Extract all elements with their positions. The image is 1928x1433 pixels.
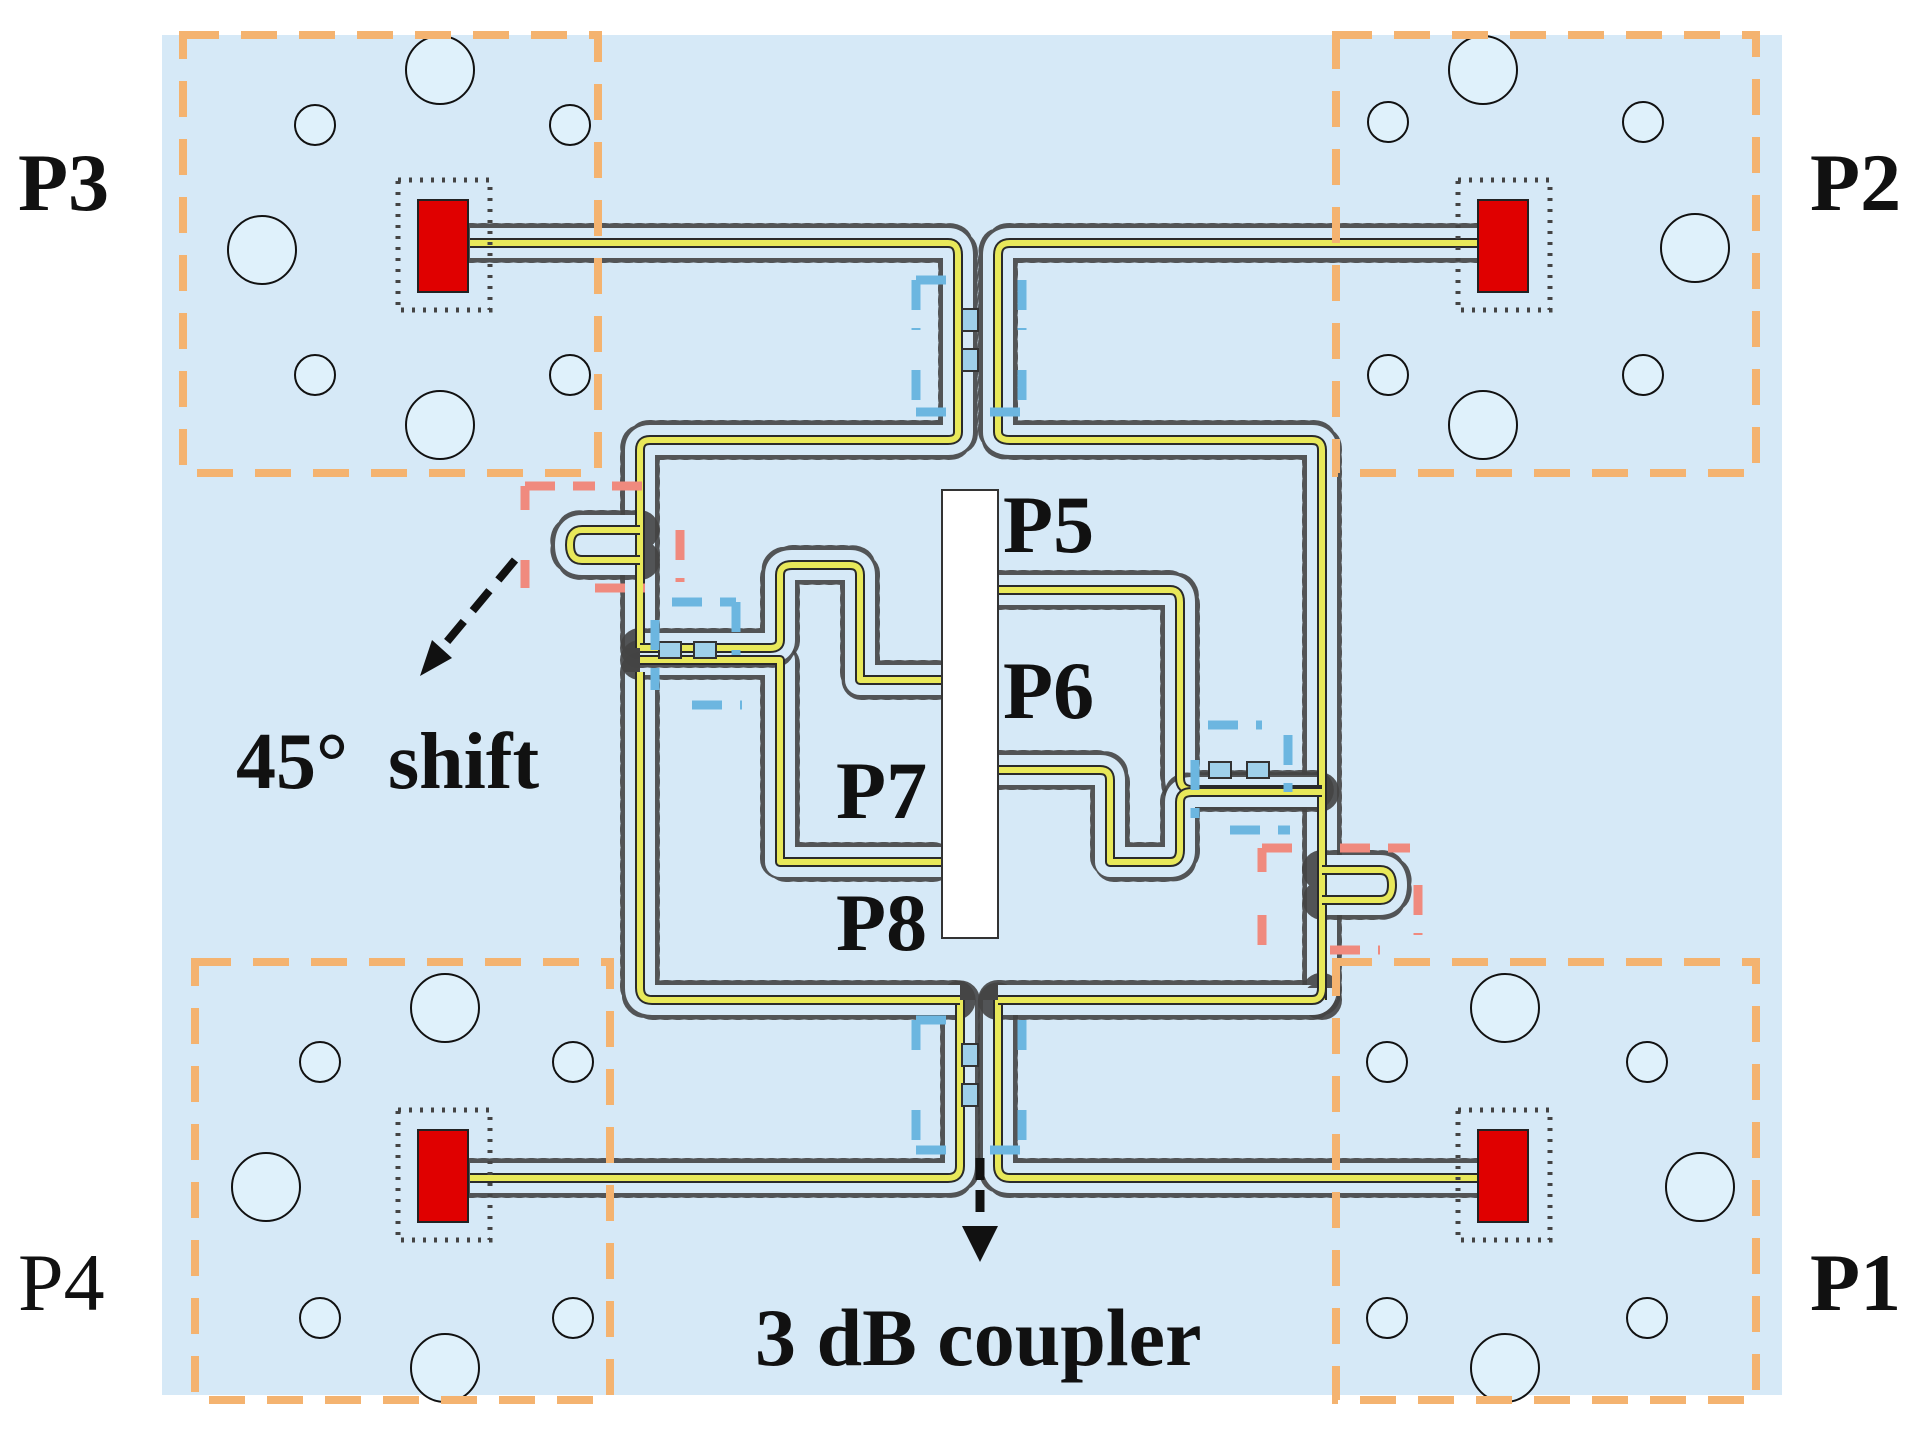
- port-label-p3: P3: [18, 137, 109, 228]
- port-region-box: [1332, 31, 1760, 477]
- microstrip-trace: [640, 657, 942, 865]
- chip-component: [693, 641, 717, 659]
- port-region-box: [1332, 958, 1760, 1404]
- mounting-hole: [549, 354, 591, 396]
- coupler-arrow: [962, 1158, 998, 1262]
- port-label-p5: P5: [1003, 479, 1094, 570]
- mounting-hole: [1626, 1041, 1668, 1083]
- mounting-hole: [1622, 354, 1664, 396]
- mounting-hole: [1367, 101, 1409, 143]
- mounting-hole: [1448, 35, 1518, 105]
- pad-via-ring: [395, 1107, 493, 1243]
- mounting-hole: [294, 104, 336, 146]
- chip-component: [961, 348, 979, 372]
- port-region-box: [179, 31, 602, 477]
- mounting-hole: [299, 1297, 341, 1339]
- port-pad: [417, 199, 469, 293]
- chip-component: [1246, 761, 1270, 779]
- chip-component: [1208, 761, 1232, 779]
- microstrip-trace: [470, 1000, 963, 1181]
- shift-label: 45° shift: [236, 718, 539, 806]
- port-label-p8: P8: [836, 877, 927, 968]
- mounting-hole: [410, 1333, 480, 1403]
- mounting-hole: [231, 1152, 301, 1222]
- mounting-hole: [405, 35, 475, 105]
- mounting-hole: [1622, 101, 1664, 143]
- mounting-hole: [1366, 1041, 1408, 1083]
- chip-component: [961, 1083, 979, 1107]
- pad-via-ring: [1455, 1107, 1553, 1243]
- microstrip-trace: [995, 1000, 1490, 1181]
- mounting-hole: [1448, 390, 1518, 460]
- mounting-hole: [1626, 1297, 1668, 1339]
- mounting-hole: [405, 390, 475, 460]
- mounting-hole: [552, 1041, 594, 1083]
- microstrip-trace: [1322, 867, 1395, 903]
- port-pad: [417, 1129, 469, 1223]
- mounting-hole: [410, 973, 480, 1043]
- microstrip-trace: [637, 672, 960, 1003]
- center-slot: [941, 489, 999, 939]
- mounting-hole: [552, 1297, 594, 1339]
- port-label-p6: P6: [1003, 645, 1094, 736]
- pad-via-ring: [395, 177, 493, 313]
- microstrip-trace: [640, 562, 942, 683]
- port-label-p7: P7: [836, 745, 927, 836]
- port-pad: [1477, 199, 1529, 293]
- port-label-p1: P1: [1810, 1237, 1901, 1328]
- pad-via-ring: [1455, 177, 1553, 313]
- shift-arrow: [420, 557, 519, 676]
- port-label-p4: P4: [18, 1237, 105, 1328]
- chip-component: [961, 308, 979, 332]
- microstrip-trace: [998, 767, 1322, 865]
- mounting-hole: [299, 1041, 341, 1083]
- port-label-p2: P2: [1810, 137, 1901, 228]
- coupler-markers-layer: [520, 275, 1423, 1155]
- microstrip-trace: [995, 240, 1490, 1000]
- mounting-hole: [1660, 213, 1730, 283]
- mounting-holes-layer: [227, 35, 1735, 1403]
- mounting-hole: [1470, 1333, 1540, 1403]
- chip-component: [658, 641, 682, 659]
- microstrip-trace: [470, 240, 961, 648]
- port-region-box: [191, 958, 614, 1404]
- microstrip-trace: [998, 987, 1325, 1003]
- mounting-hole: [549, 104, 591, 146]
- coupler-label: 3 dB coupler: [755, 1292, 1201, 1383]
- mounting-hole: [1665, 1152, 1735, 1222]
- microstrip-traces-layer: [395, 177, 1553, 1243]
- chip-component: [961, 1043, 979, 1067]
- port-pad: [1477, 1129, 1529, 1223]
- mounting-hole: [1367, 354, 1409, 396]
- mounting-hole: [227, 215, 297, 285]
- port-regions-layer: [179, 31, 1760, 1404]
- mounting-hole: [1366, 1297, 1408, 1339]
- mounting-hole: [1470, 973, 1540, 1043]
- mounting-hole: [294, 354, 336, 396]
- microstrip-trace: [567, 527, 640, 563]
